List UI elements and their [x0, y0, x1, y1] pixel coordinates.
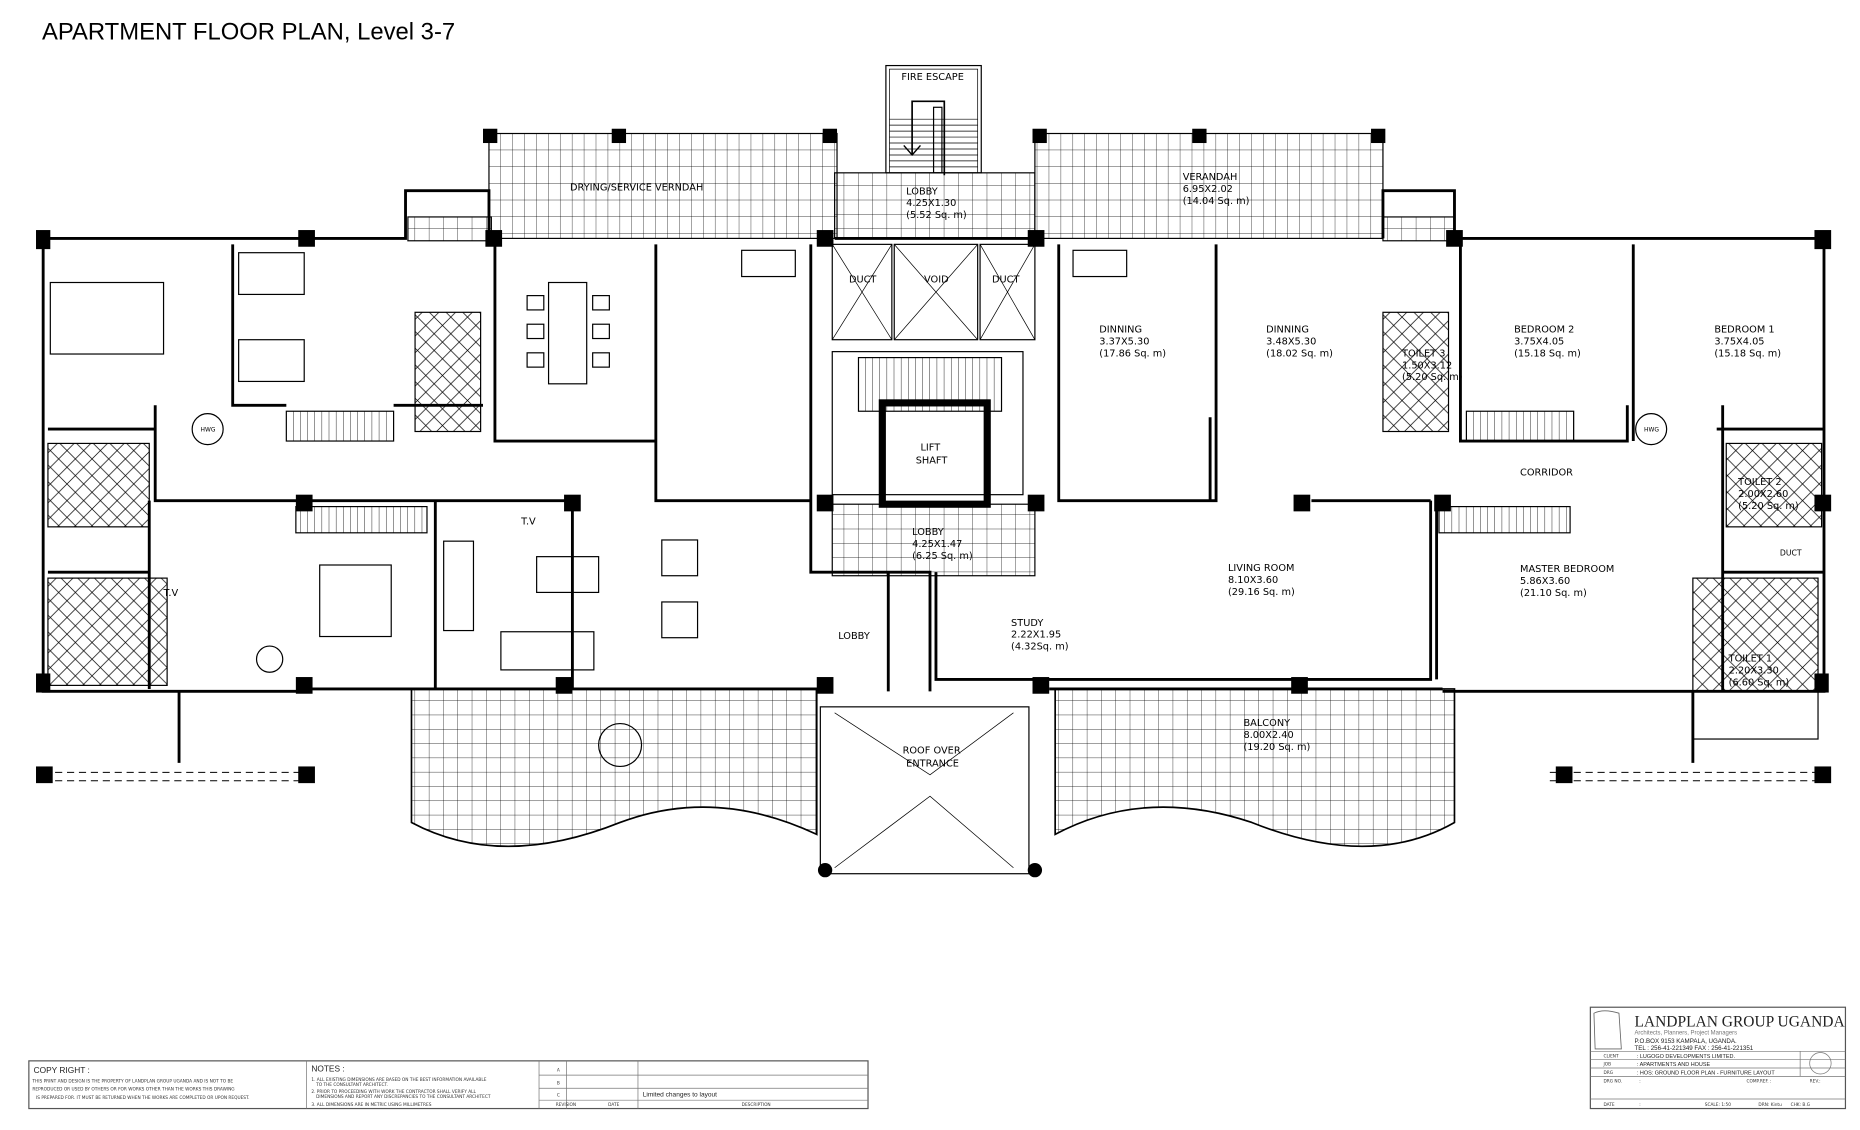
company-logo: [1593, 1010, 1622, 1050]
wardrobes: [285, 356, 1575, 534]
svg-text:: LUGOGO DEVELOPMENTS LIMITED.: : LUGOGO DEVELOPMENTS LIMITED.: [1637, 1054, 1736, 1060]
svg-text:T.V: T.V: [520, 516, 536, 527]
roof-over-entrance: [817, 706, 1043, 878]
svg-text:TEL : 256-41-221349 FAX : 256: TEL : 256-41-221349 FAX : 256-41-221351: [1634, 1045, 1753, 1052]
svg-text:SCALE: 1:50: SCALE: 1:50: [1705, 1102, 1731, 1108]
svg-text::: :: [1639, 1079, 1640, 1084]
svg-text:Architects, Planners, Project: Architects, Planners, Project Managers: [1634, 1031, 1737, 1037]
svg-text:DATE: DATE: [608, 1102, 619, 1108]
svg-text:DESCRIPTION: DESCRIPTION: [742, 1102, 771, 1108]
balconies: [410, 688, 1456, 848]
svg-text:Limited changes to layout: Limited changes to layout: [643, 1092, 717, 1099]
svg-text:: APARTMENTS AND HOUSE: : APARTMENTS AND HOUSE: [1637, 1062, 1711, 1068]
label-drying-verandah: DRYING/SERVICE VERNDAH: [570, 183, 703, 194]
svg-text:TOILET 12.20X3.30(6.60 Sq. m): TOILET 12.20X3.30(6.60 Sq. m): [1728, 654, 1790, 689]
label-fire-escape: FIRE ESCAPE: [901, 72, 964, 83]
svg-text:DIMENSIONS AND REPORT ANY DISC: DIMENSIONS AND REPORT ANY DISCREPANCIES …: [316, 1094, 491, 1100]
svg-text:COMP.REF. :: COMP.REF. :: [1747, 1078, 1772, 1084]
svg-text:T.V: T.V: [163, 588, 179, 599]
title-block: LANDPLAN GROUP UGANDA Architects, Planne…: [1589, 1006, 1847, 1110]
svg-text:1. ALL EXISTING DIMENSIONS ARE: 1. ALL EXISTING DIMENSIONS ARE BASED ON …: [311, 1077, 486, 1083]
copyright-notes-strip: COPY RIGHT : THIS PRINT AND DESIGN IS TH…: [28, 1060, 869, 1110]
verandah-right: [1032, 128, 1456, 242]
svg-text:HWG: HWG: [1644, 426, 1659, 433]
svg-text::: :: [1639, 1103, 1640, 1108]
svg-text:3. ALL DIMENSIONS ARE IN METRI: 3. ALL DIMENSIONS ARE IN METRIC USING MI…: [311, 1102, 431, 1108]
svg-text:TOILET 22.00X2.60(5.20 Sq. m): TOILET 22.00X2.60(5.20 Sq. m): [1737, 477, 1799, 512]
svg-text:DRG: DRG: [1603, 1070, 1613, 1076]
svg-text:IS PREPARED FOR. IT MUST BE RE: IS PREPARED FOR. IT MUST BE RETURNED WHE…: [36, 1095, 249, 1101]
svg-text:THIS PRINT AND DESIGN IS THE P: THIS PRINT AND DESIGN IS THE PROPERTY OF…: [31, 1078, 233, 1084]
svg-text:DUCT: DUCT: [1780, 548, 1802, 557]
svg-text:DATE: DATE: [1603, 1102, 1614, 1108]
svg-text:DUCT: DUCT: [849, 275, 876, 286]
svg-text:B: B: [557, 1081, 560, 1087]
svg-text:LANDPLAN GROUP UGANDA: LANDPLAN GROUP UGANDA: [1634, 1013, 1845, 1030]
svg-text:A: A: [557, 1068, 560, 1074]
svg-text:BEDROOM 13.75X4.05(15.18 Sq. m: BEDROOM 13.75X4.05(15.18 Sq. m): [1714, 325, 1781, 360]
svg-text:DUCT: DUCT: [992, 275, 1019, 286]
lobby-top-floor: [834, 172, 1036, 239]
svg-text:DRN: Kintu: DRN: Kintu: [1758, 1102, 1782, 1108]
svg-text:CLIENT: CLIENT: [1603, 1053, 1619, 1059]
svg-text:NOTES :: NOTES :: [311, 1064, 344, 1074]
svg-text:TO THE CONSULTANT ARCHITECT.: TO THE CONSULTANT ARCHITECT.: [315, 1082, 388, 1088]
svg-text:P.O.BOX 9153 KAMPALA, UGANDA.: P.O.BOX 9153 KAMPALA, UGANDA.: [1634, 1038, 1737, 1045]
svg-text:VOID: VOID: [924, 275, 949, 286]
svg-text:REVISION: REVISION: [556, 1102, 576, 1108]
furniture: [49, 249, 1668, 768]
svg-text:C: C: [557, 1093, 560, 1099]
svg-text:CORRIDOR: CORRIDOR: [1520, 468, 1573, 479]
svg-text:BEDROOM 23.75X4.05(15.18 Sq. m: BEDROOM 23.75X4.05(15.18 Sq. m): [1514, 325, 1581, 360]
svg-text:LOBBY: LOBBY: [838, 631, 870, 642]
pergolas: [36, 766, 1832, 784]
drawing-title: APARTMENT FLOOR PLAN, Level 3-7: [42, 18, 455, 45]
svg-text:: HOS: GROUND FLOOR PLAN - FUR: : HOS: GROUND FLOOR PLAN - FURNITURE LAY…: [1637, 1071, 1776, 1077]
columns: [36, 230, 1832, 694]
svg-text:TOILET 31.50X3.12(5.20 Sq. m): TOILET 31.50X3.12(5.20 Sq. m): [1401, 348, 1463, 383]
svg-text:HWG: HWG: [201, 426, 216, 433]
svg-text:JOB: JOB: [1602, 1062, 1611, 1068]
svg-text:COPY RIGHT :: COPY RIGHT :: [34, 1065, 90, 1075]
svg-text:DRG NO.: DRG NO.: [1603, 1078, 1622, 1084]
svg-text:REV.:: REV.:: [1810, 1078, 1821, 1084]
svg-text:CHK: B.G: CHK: B.G: [1791, 1102, 1810, 1108]
svg-text:2. PRIOR TO PROCEEDING WITH WO: 2. PRIOR TO PROCEEDING WITH WORK THE CON…: [311, 1089, 476, 1095]
svg-text:REPRODUCED OR USED BY OTHERS O: REPRODUCED OR USED BY OTHERS OR FOR WORK…: [32, 1087, 234, 1093]
wet-areas: [47, 311, 1823, 740]
